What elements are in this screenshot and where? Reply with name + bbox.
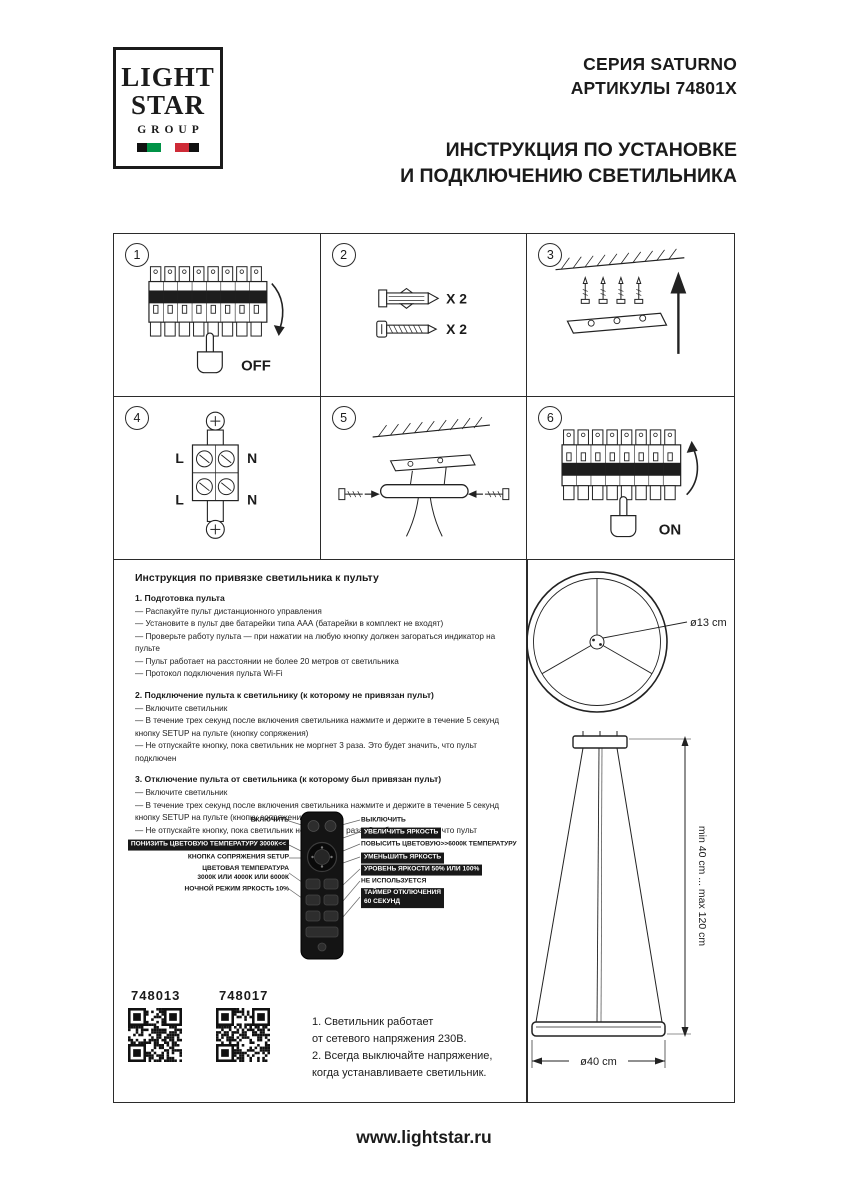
series-name: СЕРИЯ SATURNO (583, 54, 737, 74)
power-off-button (324, 820, 337, 832)
fasteners-illustration: X 2 X 2 (375, 287, 467, 338)
series-block: СЕРИЯ SATURNO АРТИКУЛЫ 74801X (571, 52, 737, 100)
height-range-label: min 40 cm ... max 120 cm (696, 826, 708, 946)
instruction-item: — В течение трех секунд после включения … (135, 716, 500, 738)
flag-black-left (137, 142, 147, 152)
instruction-item: — Включите светильник (135, 703, 228, 713)
remote-label-temp-up: ПОВЫСИТЬ ЦВЕТОВУЮ>>6000К ТЕМПЕРАТУРУ (361, 840, 517, 848)
step-1-number: 1 (125, 243, 149, 267)
wire-l-top-label: L (175, 449, 184, 465)
title-line-2: И ПОДКЛЮЧЕНИЮ СВЕТИЛЬНИКА (400, 165, 737, 188)
title-line-1: ИНСТРУКЦИЯ ПО УСТАНОВКЕ (445, 139, 737, 161)
note-line: 1. Светильник работает (312, 1016, 434, 1028)
remote-label-brightness-level: УРОВЕНЬ ЯРКОСТИ 50% ИЛИ 100% (361, 864, 483, 876)
instruction-item: — Распакуйте пульт дистанционного управл… (135, 607, 322, 616)
instruction-item: — В течение трех секунд после включения … (135, 800, 500, 823)
instruction-item: — Проверьте работу пульта — при нажатии … (135, 631, 496, 654)
qr-code-748013 (128, 1008, 183, 1063)
canopy-mount-illustration (338, 416, 509, 537)
pointing-hand-icon (610, 495, 637, 537)
step-3-cell: 3 (527, 234, 734, 397)
anchor-qty-label: X 2 (446, 290, 467, 306)
note-line: 2. Всегда выключайте напряжение, (312, 1050, 493, 1063)
qr-article-748017: 748017 (219, 988, 269, 1003)
night-mode-button (305, 894, 321, 906)
breaker-on-illustration: ON (561, 428, 699, 538)
remote-label-brightness-down: УМЕНЬШИТЬ ЯРКОСТЬ (361, 852, 445, 864)
off-label: OFF (241, 359, 271, 375)
note-line: когда устанавливаете светильник. (312, 1067, 487, 1080)
screw-qty-label: X 2 (446, 321, 467, 337)
remote-label-on: ВКЛЮЧИТЬ (250, 816, 289, 824)
qr-article-748013: 748013 (131, 988, 181, 1003)
instruction-item: — Пульт работает на расстоянии не более … (135, 656, 399, 666)
setup-button (314, 849, 330, 865)
website-url: www.lightstar.ru (356, 1127, 492, 1147)
instruction-item: — Установите в пульт две батарейки типа … (135, 619, 444, 629)
breaker-off-illustration: OFF (148, 266, 285, 375)
color-temp-button (305, 878, 321, 890)
remote-label-off: ВЫКЛЮЧИТЬ (361, 816, 406, 824)
ring-diameter-label: ø40 cm (580, 1056, 617, 1068)
terminal-block-illustration: L N L N (175, 411, 257, 539)
qr-code-748017 (216, 1008, 271, 1063)
step-2-cell: 2 X 2 X 2 (320, 234, 528, 397)
step-6-number: 6 (538, 405, 563, 430)
logo-word-star: STAR (130, 90, 206, 120)
remote-label-setup: КНОПКА СОПРЯЖЕНИЯ SETUP (187, 853, 289, 861)
instruction-item: — Включите светильник (135, 788, 228, 798)
step-1-cell: 1 (114, 234, 321, 397)
power-on-button (307, 820, 320, 832)
section-3-heading: 3. Отключение пульта от светильника (к к… (135, 774, 442, 785)
logo-word-light: LIGHT (121, 62, 215, 93)
lightstar-logo: LIGHT STAR GROUP (113, 47, 223, 169)
unused-button (323, 894, 339, 906)
instruction-item: — Не отпускайте кнопку, пока светильник … (135, 741, 478, 763)
wire-n-bottom-label: N (247, 491, 257, 507)
remote-label-not-used: НЕ ИСПОЛЬЗУЕТСЯ (361, 877, 427, 885)
safety-notes: 1. Светильник работает от сетевого напря… (312, 1014, 492, 1082)
installation-steps-grid: 1 (113, 233, 735, 560)
remote-label-temp-down: ПОНИЗИТЬ ЦВЕТОВУЮ ТЕМПЕРАТУРУ 3000К<< (127, 839, 289, 851)
step-5-number: 5 (331, 405, 356, 430)
pointing-hand-icon (196, 332, 223, 374)
remote-label-color-temp: ЦВЕТОВАЯ ТЕМПЕРАТУРА 3000К ИЛИ 4000К ИЛИ… (197, 865, 289, 881)
details-box (113, 560, 735, 1103)
wire-n-top-label: N (247, 449, 257, 465)
section-2-heading: 2. Подключение пульта к светильнику (к к… (135, 689, 434, 700)
timer-button (323, 910, 339, 922)
remote-label-timer: ТАЙМЕР ОТКЛЮЧЕНИЯ 60 СЕКУНД (361, 888, 445, 908)
step-2-number: 2 (331, 243, 356, 267)
brightness-level-button (323, 878, 339, 890)
step-3-number: 3 (538, 243, 563, 267)
instruction-item: — Протокол подключения пульта Wi-Fi (135, 669, 283, 679)
article-number: АРТИКУЛЫ 74801X (570, 78, 737, 99)
lamp-dimensions-diagram: ø13 cm min 40 cm ... max 120 cm ø40 cm (527, 571, 727, 1068)
remote-control (300, 811, 344, 960)
note-line: от сетевого напряжения 230В. (312, 1033, 467, 1046)
step-4-number: 4 (125, 405, 149, 430)
instructions-title: Инструкция по привязке светильника к пул… (135, 572, 379, 584)
hub-diameter-label: ø13 cm (690, 617, 727, 629)
flag-green (147, 142, 161, 152)
page-title: ИНСТРУКЦИЯ ПО УСТАНОВКЕ И ПОДКЛЮЧЕНИЮ СВ… (400, 137, 737, 189)
flag-black-right (189, 142, 199, 152)
logo-word-group: GROUP (137, 123, 204, 136)
vertical-divider (526, 560, 528, 1103)
wire-l-bottom-label: L (175, 491, 184, 507)
flag-red (175, 142, 189, 152)
step-6-cell: 6 (527, 397, 734, 560)
remote-label-night-mode: НОЧНОЙ РЕЖИМ ЯРКОСТЬ 10% (184, 885, 290, 893)
italian-flag-icon (137, 142, 199, 152)
section-1-heading: 1. Подготовка пульта (135, 593, 225, 603)
remote-label-brightness-up: УВЕЛИЧИТЬ ЯРКОСТЬ (361, 827, 442, 839)
on-label: ON (659, 521, 681, 538)
step-4-cell: 4 L N L N (114, 396, 321, 559)
flag-white (161, 142, 175, 152)
step-5-cell: 5 (321, 396, 528, 559)
ceiling-bracket-illustration (555, 248, 687, 354)
